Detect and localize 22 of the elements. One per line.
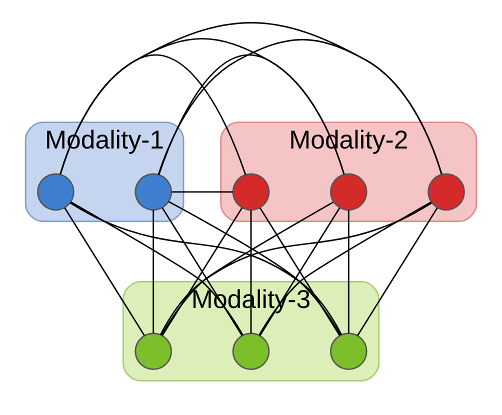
node-circle [232, 332, 270, 370]
connector [258, 202, 432, 336]
connector [162, 207, 243, 336]
connector [70, 202, 342, 335]
connector [64, 207, 145, 336]
connector [152, 210, 154, 334]
connector [60, 38, 345, 174]
connector [259, 207, 340, 336]
node-circle [330, 173, 368, 211]
connector [250, 210, 252, 334]
node-circle [134, 332, 172, 370]
node-circle [134, 173, 172, 211]
connector [357, 207, 438, 336]
connector [172, 191, 234, 193]
connector [60, 22, 442, 174]
node-circle [37, 173, 74, 211]
node-circle [330, 332, 368, 370]
connector [70, 202, 244, 336]
node-circle [232, 173, 270, 211]
node-circle [428, 173, 465, 211]
connector [160, 202, 432, 335]
connector [348, 210, 350, 334]
